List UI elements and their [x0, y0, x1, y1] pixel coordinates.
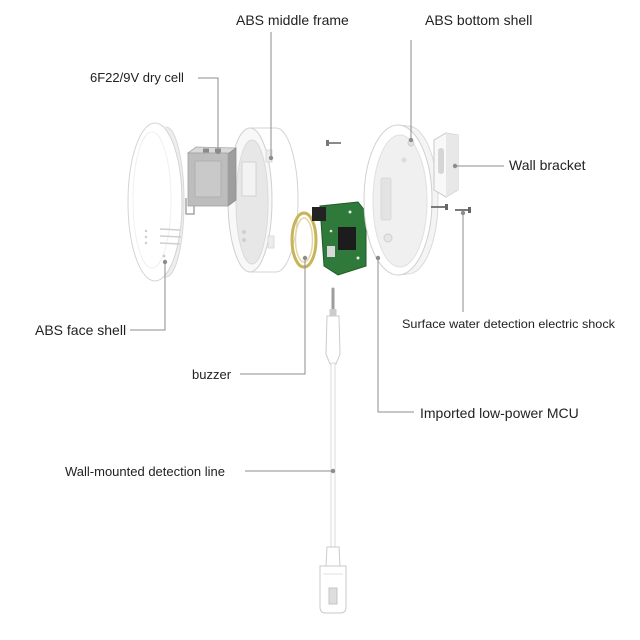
screw-head: [445, 204, 448, 210]
bottom-shell-post: [380, 177, 392, 221]
cable: [330, 362, 336, 548]
screw-head: [468, 207, 471, 213]
vent-line: [159, 242, 181, 245]
buzzer-inner: [294, 217, 314, 263]
leader-dot: [460, 210, 466, 216]
face-shell: [127, 122, 185, 282]
leader-buzzer: [240, 258, 306, 375]
screw: [326, 140, 341, 146]
leader-dry-cell: [198, 77, 219, 152]
probe-neck: [325, 546, 341, 567]
pcb-component: [327, 246, 335, 257]
middle-frame: [227, 127, 299, 273]
leader-dot: [452, 163, 458, 169]
label-middle-frame: ABS middle frame: [236, 12, 349, 28]
pcb-board: [312, 201, 367, 276]
screw-boss: [401, 157, 407, 163]
pcb-pad: [329, 229, 333, 233]
pcb-pad: [356, 256, 360, 260]
label-bottom-shell: ABS bottom shell: [425, 12, 532, 28]
buzzer: [290, 211, 318, 269]
face-shell-front: [127, 122, 183, 282]
dry-cell-battery: [185, 146, 238, 215]
battery-compartment: [241, 161, 257, 197]
bracket-slot: [438, 148, 444, 174]
leader-dot: [268, 155, 274, 161]
leader-mcu: [377, 258, 414, 413]
label-surface-water: Surface water detection electric shock: [402, 317, 616, 331]
plug-collar: [329, 309, 337, 316]
vent-hole: [144, 235, 148, 239]
screw-head: [326, 140, 329, 146]
face-shell-vents: [159, 228, 182, 245]
indicator-dot: [162, 254, 166, 258]
frame-clip: [267, 235, 275, 249]
vent-line: [159, 235, 182, 238]
frame-clip: [265, 149, 273, 163]
label-detection-line: Wall-mounted detection line: [65, 464, 225, 479]
leader-dot: [215, 149, 221, 155]
leader-dot: [162, 259, 168, 265]
middle-frame-cavity: [235, 139, 269, 265]
plug-body: [325, 315, 341, 365]
frame-hole: [242, 238, 246, 242]
labels: ABS middle frame ABS bottom shell 6F22/9…: [35, 12, 616, 479]
leader-dot: [375, 255, 381, 261]
buzzer-ring: [290, 211, 318, 269]
battery-panel: [194, 160, 222, 198]
vent-line: [159, 228, 181, 231]
battery-terminal: [203, 148, 209, 153]
bracket-side: [446, 133, 458, 197]
battery-side: [227, 147, 237, 207]
frame-hole: [242, 230, 246, 234]
mcu-chip: [338, 227, 356, 250]
probe-window: [328, 587, 338, 605]
label-dry-cell: 6F22/9V dry cell: [90, 70, 184, 85]
label-wall-bracket: Wall bracket: [509, 157, 586, 173]
label-mcu: Imported low-power MCU: [420, 405, 579, 421]
battery-clip: [185, 198, 195, 215]
pcb-pad: [348, 210, 352, 214]
leader-lines: [130, 32, 504, 474]
detection-line: [319, 287, 347, 614]
leader-dot: [408, 137, 414, 143]
mounting-screws: [431, 204, 471, 213]
vent-hole: [144, 229, 148, 233]
label-face-shell: ABS face shell: [35, 322, 126, 338]
screw-boss: [383, 233, 393, 243]
bottom-shell: [363, 124, 439, 276]
leader-dot: [330, 468, 336, 474]
face-shell-holes: [144, 229, 166, 258]
leader-dot: [302, 255, 308, 261]
leader-face-shell: [130, 262, 166, 331]
wall-bracket: [433, 132, 459, 198]
vent-hole: [144, 241, 148, 245]
label-buzzer: buzzer: [192, 367, 232, 382]
face-shell-dome: [132, 131, 172, 269]
pcb-connector: [312, 207, 326, 221]
